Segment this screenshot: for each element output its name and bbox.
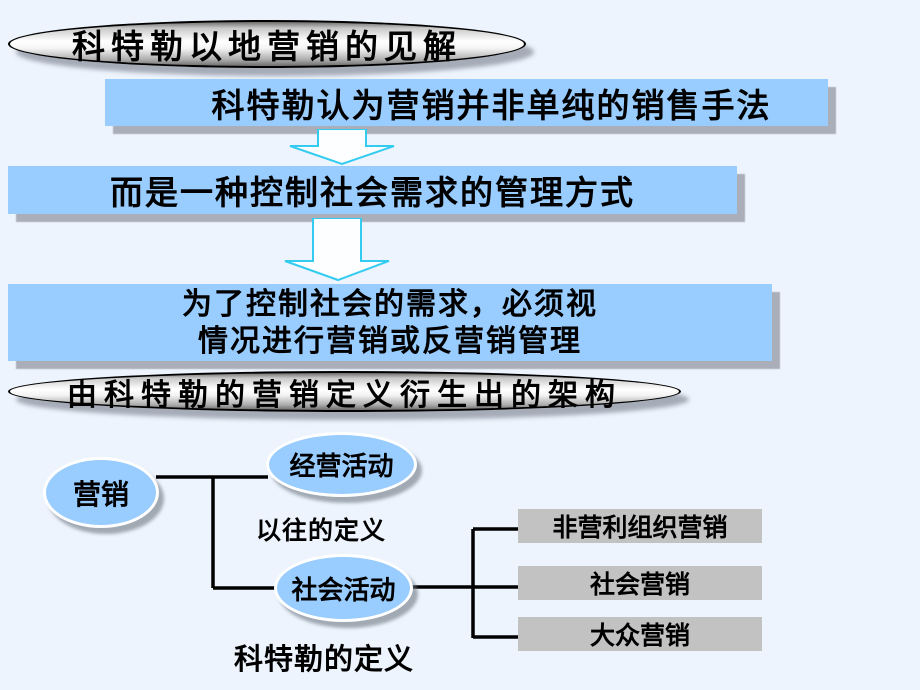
banner-derived-structure-label: 由科特勒的营销定义衍生出的架构: [67, 378, 622, 412]
banner-kotler-view-label: 科特勒以地营销的见解: [72, 30, 462, 66]
label-kotler-definition: 科特勒的定义: [234, 644, 415, 676]
flow-box-3-line1: 为了控制社会的需求，必须视: [182, 287, 598, 321]
label-old-definition: 以往的定义: [256, 517, 387, 545]
flow-box-1: 科特勒认为营销并非单纯的销售手法: [105, 79, 828, 126]
node-marketing-label: 营销: [72, 479, 129, 511]
node-social-activity: 社会活动: [274, 554, 413, 622]
flow-box-2: 而是一种控制社会需求的管理方式: [8, 166, 737, 214]
gray-box-mass-marketing-label: 大众营销: [589, 623, 690, 650]
banner-kotler-view: 科特勒以地营销的见解: [8, 20, 526, 68]
flow-box-3-line2: 情况进行营销或反营销管理: [198, 324, 582, 358]
down-arrow-icon-1: [289, 129, 395, 166]
gray-box-nonprofit-marketing: 非营利组织营销: [518, 509, 762, 543]
node-business-activity-label: 经营活动: [289, 452, 394, 481]
flow-box-3: 为了控制社会的需求，必须视 情况进行营销或反营销管理: [8, 284, 772, 361]
node-business-activity: 经营活动: [266, 432, 417, 497]
gray-box-social-marketing-label: 社会营销: [589, 572, 690, 599]
gray-box-nonprofit-marketing-label: 非营利组织营销: [552, 515, 728, 542]
node-social-activity-label: 社会活动: [291, 575, 396, 605]
flow-box-2-text: 而是一种控制社会需求的管理方式: [110, 174, 635, 211]
banner-derived-structure: 由科特勒的营销定义衍生出的架构: [8, 371, 681, 412]
down-arrow-icon-2: [284, 218, 390, 282]
gray-box-social-marketing: 社会营销: [518, 566, 762, 600]
gray-box-mass-marketing: 大众营销: [518, 617, 762, 651]
node-marketing: 营销: [43, 457, 159, 528]
flow-box-1-text: 科特勒认为营销并非单纯的销售手法: [211, 86, 772, 124]
